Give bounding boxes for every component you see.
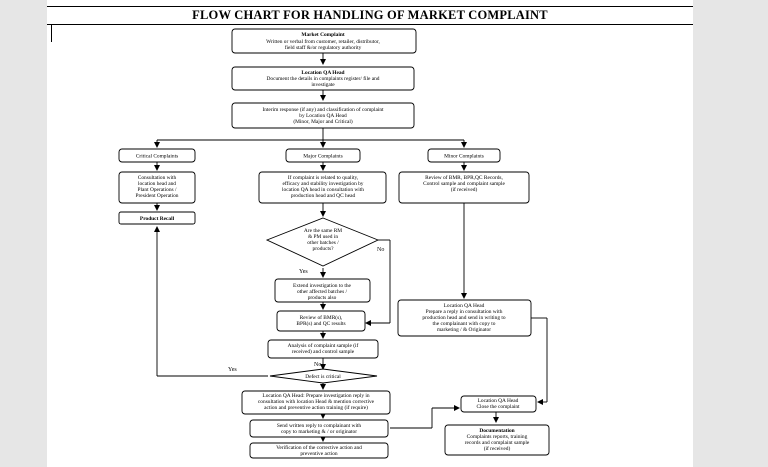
text-line: Review of BMR(s), (300, 314, 343, 321)
text-line: If complaint is related to quality, (288, 174, 359, 181)
text-line: other batches / (307, 240, 339, 246)
text-line: records and complaint sample (465, 440, 530, 446)
text-line: Close the complaint (476, 404, 520, 410)
text-line: Consultation with (138, 175, 177, 181)
text-line: Interim response (if any) and classifica… (262, 106, 384, 113)
text-line: Critical Complaints (136, 154, 178, 160)
text-line: (Minor, Major and Critical) (293, 118, 353, 125)
text-line: Verification of the corrective action an… (276, 444, 362, 451)
text-line: products? (313, 246, 335, 252)
market-complaint-heading: Market Complaint (301, 32, 344, 38)
box-location-qa-head (231, 66, 415, 91)
flowchart-text: Market Complaint Written or verbal from … (136, 32, 530, 457)
box-minor-complaints (427, 148, 501, 163)
window-margin (693, 0, 768, 467)
text-line: Control sample and complaint sample (423, 181, 505, 187)
text-line: BPR(s) and QC results (296, 320, 345, 327)
text-line: Send written reply to complainant with (277, 423, 362, 429)
text-line: Major Complaints (303, 154, 342, 160)
text-line: (if received) (484, 445, 511, 452)
text-line: Extend investigation to the (293, 283, 352, 289)
text-line: Defect is critical (305, 373, 341, 380)
text-line: location QA head in consultation with (282, 187, 364, 193)
text-line: location head and (138, 181, 176, 187)
decision-defect-critical (269, 368, 378, 384)
text-line: Location QA Head (444, 303, 485, 309)
label-no-lower: No (314, 362, 321, 368)
box-critical-complaints (118, 148, 196, 163)
flowchart-shapes (118, 28, 550, 459)
text-line: Written or verbal from customer, retaile… (266, 38, 380, 45)
box-review-bmr (276, 310, 366, 332)
text-line: Complaints reports, training (467, 434, 528, 440)
text-line: Plant Operations / (138, 187, 177, 193)
text-line: Location QA Head: Prepare investigation … (262, 393, 369, 399)
box-interim-response (231, 102, 415, 129)
text-line: the complainant with copy to (433, 321, 496, 327)
text-line: (if received) (451, 186, 478, 193)
text-line: action and preventive action training (i… (264, 404, 368, 411)
label-yes: Yes (299, 269, 308, 275)
text-line: & PM used in (308, 234, 338, 240)
box-product-recall (118, 211, 196, 225)
box-extend-investigation (274, 278, 371, 303)
text-line: production head and send in writing to (422, 315, 506, 321)
text-line: Prepare a reply in consultation with (426, 309, 503, 315)
text-line: received) and control sample (292, 348, 355, 355)
text-line: efficacy and stability investigation by (282, 180, 363, 187)
text-line: by Location QA Head (299, 113, 347, 119)
location-qa-head-heading: Location QA Head (301, 70, 344, 76)
box-market-complaint (231, 28, 417, 54)
page-title: FLOW CHART FOR HANDLING OF MARKET COMPLA… (192, 8, 548, 22)
documentation-heading: Documentation (479, 428, 514, 434)
box-major-detail (258, 171, 387, 204)
box-qa-reply (397, 299, 532, 337)
text-line: consultation with location Head & mentio… (258, 399, 375, 405)
text-line: products also (308, 295, 337, 301)
text-line: Are the same RM (304, 228, 342, 234)
text-line: field staff &/or regulatory authority (285, 44, 362, 51)
text-line: marketing / & Originator (437, 327, 491, 333)
text-line: copy to marketing & / or originator (281, 429, 357, 435)
branch-labels: Yes No Yes No (228, 247, 384, 373)
box-qa-prepare (241, 390, 391, 415)
text-line: Review of BMR, BPR,QC Records, (425, 174, 503, 181)
box-analysis (267, 339, 379, 359)
text-line: Document the details in complaints regis… (266, 75, 379, 82)
box-verification (249, 442, 389, 459)
text-line: Minor Complaints (444, 154, 484, 160)
text-line: President Operation (136, 193, 179, 199)
text-line: Analysis of complaint sample (if (288, 342, 359, 349)
label-no: No (377, 247, 384, 253)
decision-same-rm (265, 217, 380, 267)
text-line: preventive action (300, 451, 338, 457)
box-send-reply (249, 419, 389, 438)
table-border-title (47, 24, 693, 25)
table-border-top (47, 6, 693, 7)
connector-lines (154, 53, 548, 442)
box-major-complaints (285, 148, 361, 163)
text-line: investigate (311, 82, 335, 88)
box-qa-close (460, 395, 537, 413)
box-documentation (444, 424, 550, 456)
product-recall-heading: Product Recall (140, 216, 175, 222)
text-line: Location QA Head (478, 398, 519, 404)
box-consultation (118, 171, 196, 204)
text-line: other affected batches / (297, 288, 348, 295)
label-yes-left: Yes (228, 367, 237, 373)
text-cursor (51, 24, 52, 42)
box-minor-detail (398, 171, 530, 204)
text-line: production head and QC head (291, 193, 356, 199)
